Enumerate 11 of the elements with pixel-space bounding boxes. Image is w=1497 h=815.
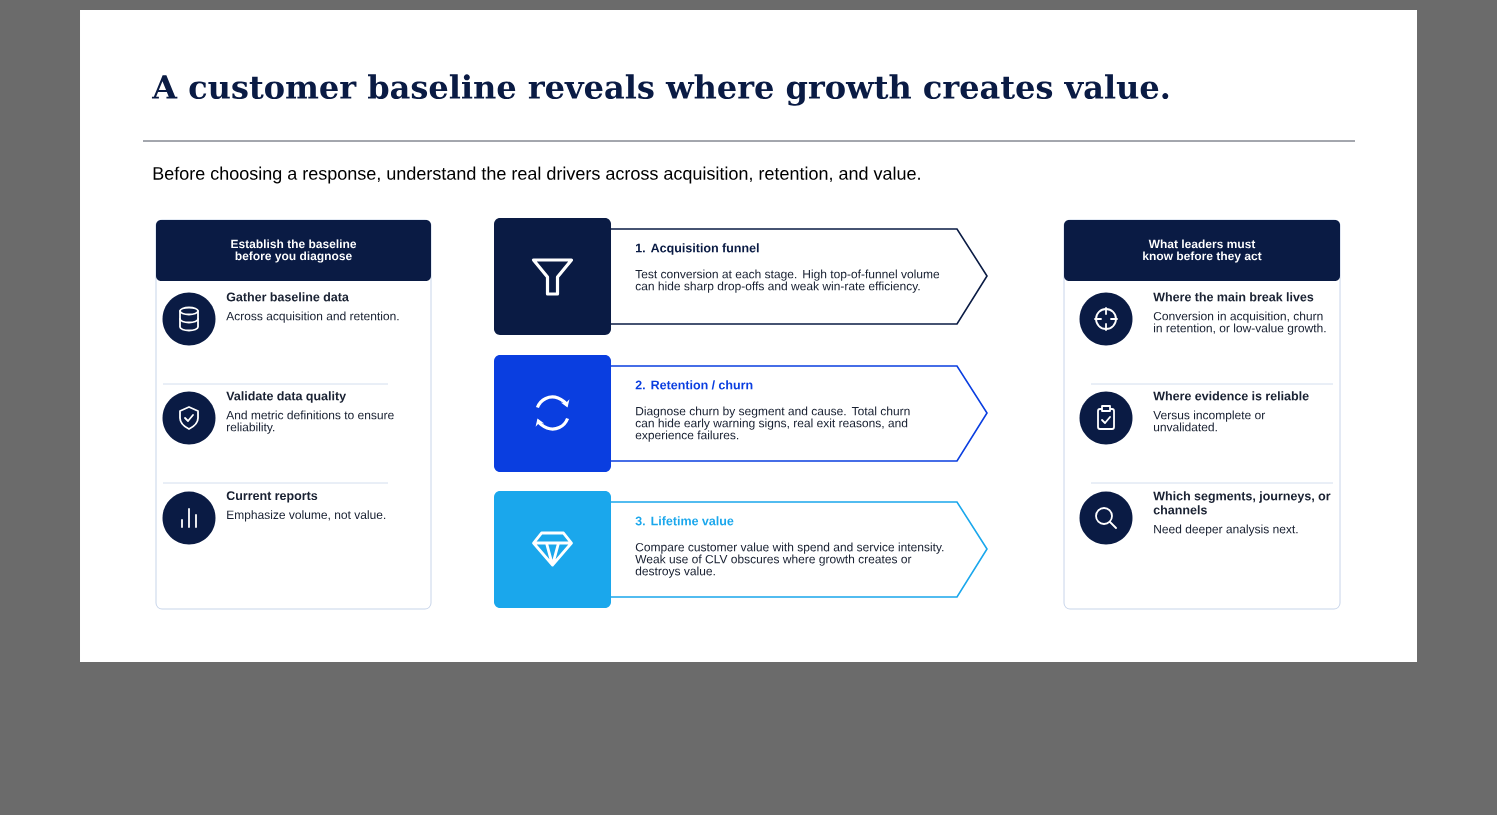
list-item: Where the main break lives Conversion in acquisition, churn in retention, or low-value growth. [1153, 292, 1326, 335]
list-item: Where evidence is reliable Versus incomplete or unvalidated. [1153, 391, 1309, 432]
subtitle: Before choosing a response, understand the real drivers across acquisition, retention, and value. [153, 166, 920, 184]
chevron-box: 2. Retention / churn Diagnose churn by segment and cause. Total churn can hide early warning signs, real exit reasons, and experience failures. [603, 365, 988, 462]
chevron-box: 3. Lifetime value Compare customer value with spend and service intensity. Weak use of CLV obscures where growth creates or destroys value. [603, 501, 988, 598]
list-item: Validate data quality And metric definitions to ensure reliability. [226, 391, 394, 434]
title: A customer baseline reveals where growth creates value. [151, 74, 1169, 106]
list-item: Which segments, journeys, or channels Need deeper analysis next. [1153, 491, 1331, 536]
list-item: Gather baseline data Across acquisition and retention. [226, 292, 399, 323]
chevron-box: 1. Acquisition funnel Test conversion at each stage. High top-of-funnel volume can hide sharp drop-offs and weak win-rate efficiency. [603, 228, 988, 325]
list-item: Current reports Emphasize volume, not value. [226, 491, 386, 522]
